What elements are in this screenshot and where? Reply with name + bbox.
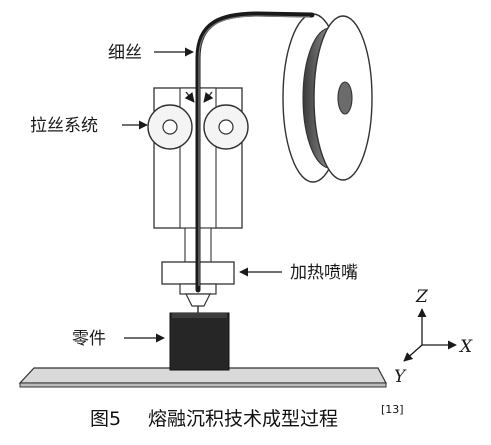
axis-x-label: X [458, 337, 473, 357]
filament-strand [195, 11, 315, 293]
figure-caption: 图5 熔融沉积技术成型过程 [13] [90, 403, 404, 430]
caption-reference: [13] [381, 403, 404, 416]
printed-part [169, 312, 230, 371]
axis-z-label: Z [415, 287, 429, 307]
filament-label: 细丝 [108, 43, 142, 63]
filament-spool [282, 13, 373, 183]
feed-system-label: 拉丝系统 [30, 116, 98, 136]
feed-rollers [147, 91, 249, 150]
coordinate-axes: Z X Y [394, 287, 473, 387]
axis-y-label: Y [394, 367, 407, 387]
caption-title: 熔融沉积技术成型过程 [148, 408, 338, 430]
caption-number: 图5 [90, 408, 121, 430]
filament-strand-highlight [198, 15, 311, 286]
nozzle-label: 加热喷嘴 [290, 263, 358, 283]
build-platform [18, 367, 387, 388]
part-label: 零件 [72, 329, 106, 349]
